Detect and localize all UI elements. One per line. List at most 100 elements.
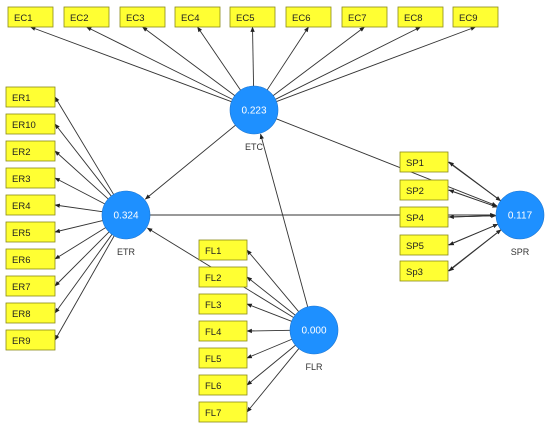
loading-edge-ec5 bbox=[250, 26, 255, 87]
indicator-sp1[interactable]: SP1 bbox=[399, 151, 449, 173]
indicator-ec5[interactable]: EC5 bbox=[229, 6, 276, 28]
indicator-label: FL6 bbox=[205, 381, 221, 392]
loading-edge-er4 bbox=[54, 203, 103, 213]
path-flr-to-etc bbox=[259, 133, 309, 307]
r-squared-value: 0.223 bbox=[241, 106, 266, 117]
indicator-er9[interactable]: ER9 bbox=[5, 329, 56, 351]
indicator-box bbox=[198, 293, 248, 315]
loading-edge-fl7 bbox=[246, 348, 300, 413]
indicator-box bbox=[285, 6, 332, 28]
indicator-box bbox=[341, 6, 388, 28]
indicator-box bbox=[399, 179, 449, 201]
loading-edge-ec7 bbox=[272, 26, 365, 96]
loading-edge-fl1 bbox=[246, 249, 299, 312]
loading-edge-er10 bbox=[54, 123, 112, 197]
indicator-er4[interactable]: ER4 bbox=[5, 194, 56, 216]
r-squared-value: 0.117 bbox=[508, 211, 533, 222]
indicator-box bbox=[7, 6, 54, 28]
construct-circle bbox=[229, 85, 279, 135]
indicator-fl6[interactable]: FL6 bbox=[198, 374, 248, 396]
indicator-label: EC7 bbox=[348, 13, 366, 24]
indicator-ec8[interactable]: EC8 bbox=[397, 6, 444, 28]
indicator-box bbox=[5, 167, 56, 189]
loading-edge-er8 bbox=[54, 234, 113, 314]
indicator-fl2[interactable]: FL2 bbox=[198, 266, 248, 288]
indicator-label: SP2 bbox=[406, 186, 424, 197]
indicator-ec6[interactable]: EC6 bbox=[285, 6, 332, 28]
indicator-box bbox=[198, 374, 248, 396]
indicator-box bbox=[198, 320, 248, 342]
indicator-fl5[interactable]: FL5 bbox=[198, 347, 248, 369]
indicator-label: ER8 bbox=[12, 309, 30, 320]
indicators-layer: EC1 EC2 EC3 EC4 EC5 EC6 EC7 EC8 EC9ER1ER10ER2ER3… bbox=[5, 6, 499, 423]
indicator-label: ER3 bbox=[12, 174, 30, 185]
indicator-sp5[interactable]: SP5 bbox=[399, 234, 449, 256]
loading-edge-er3 bbox=[54, 177, 105, 205]
path-etc-to-etr bbox=[144, 124, 236, 200]
loading-edge-er7 bbox=[54, 231, 110, 287]
indicator-er5[interactable]: ER5 bbox=[5, 221, 56, 243]
indicator-label: SP4 bbox=[406, 213, 424, 224]
indicator-label: EC5 bbox=[236, 13, 254, 24]
indicator-label: ER7 bbox=[12, 282, 30, 293]
loading-edge-er2 bbox=[54, 150, 109, 200]
indicator-label: FL3 bbox=[205, 300, 221, 311]
loading-edge-fl3 bbox=[246, 303, 292, 322]
loading-edge-ec8 bbox=[275, 26, 421, 100]
indicator-ec3[interactable]: EC3 bbox=[119, 6, 166, 28]
indicator-label: EC3 bbox=[126, 13, 144, 24]
indicator-box bbox=[198, 239, 248, 261]
indicator-box bbox=[5, 86, 56, 108]
indicator-box bbox=[229, 6, 276, 28]
indicator-sp4[interactable]: SP4 bbox=[399, 206, 449, 228]
indicator-label: ER2 bbox=[12, 147, 30, 158]
indicator-label: EC6 bbox=[292, 13, 310, 24]
indicator-er2[interactable]: ER2 bbox=[5, 140, 56, 162]
indicator-er6[interactable]: ER6 bbox=[5, 248, 56, 270]
loading-edge-er6 bbox=[54, 227, 106, 260]
r-squared-value: 0.324 bbox=[113, 211, 138, 222]
indicator-box bbox=[198, 347, 248, 369]
indicator-er8[interactable]: ER8 bbox=[5, 302, 56, 324]
indicator-er10[interactable]: ER10 bbox=[5, 113, 56, 135]
indicator-label: FL2 bbox=[205, 273, 221, 284]
loading-edge-ec9 bbox=[276, 26, 477, 102]
loading-edge-back-sp1 bbox=[448, 161, 501, 202]
indicator-fl3[interactable]: FL3 bbox=[198, 293, 248, 315]
indicator-er7[interactable]: ER7 bbox=[5, 275, 56, 297]
indicator-fl7[interactable]: FL7 bbox=[198, 401, 248, 423]
indicator-ec2[interactable]: EC2 bbox=[63, 6, 110, 28]
indicator-label: EC4 bbox=[181, 13, 199, 24]
indicator-er1[interactable]: ER1 bbox=[5, 86, 56, 108]
indicator-er3[interactable]: ER3 bbox=[5, 167, 56, 189]
loading-edge-er1 bbox=[54, 96, 115, 195]
indicator-label: ER9 bbox=[12, 336, 30, 347]
loading-edge-ec3 bbox=[142, 26, 236, 97]
indicator-box bbox=[119, 6, 166, 28]
indicator-box bbox=[5, 113, 56, 135]
indicator-sp3[interactable]: Sp3 bbox=[399, 260, 449, 282]
loading-edge-fl5 bbox=[246, 338, 293, 359]
indicator-label: FL1 bbox=[205, 246, 221, 257]
indicator-ec1[interactable]: EC1 bbox=[7, 6, 54, 28]
indicator-fl4[interactable]: FL4 bbox=[198, 320, 248, 342]
indicator-fl1[interactable]: FL1 bbox=[198, 239, 248, 261]
indicator-box bbox=[198, 266, 248, 288]
indicator-ec9[interactable]: EC9 bbox=[452, 6, 499, 28]
indicator-box bbox=[5, 302, 56, 324]
indicator-box bbox=[5, 329, 56, 351]
indicator-sp2[interactable]: SP2 bbox=[399, 179, 449, 201]
construct-circle bbox=[101, 190, 151, 240]
indicator-label: ER5 bbox=[12, 228, 30, 239]
indicator-label: ER4 bbox=[12, 201, 30, 212]
indicator-ec4[interactable]: EC4 bbox=[174, 6, 221, 28]
indicator-ec7[interactable]: EC7 bbox=[341, 6, 388, 28]
indicator-box bbox=[399, 151, 449, 173]
construct-name: ETC bbox=[245, 142, 264, 152]
